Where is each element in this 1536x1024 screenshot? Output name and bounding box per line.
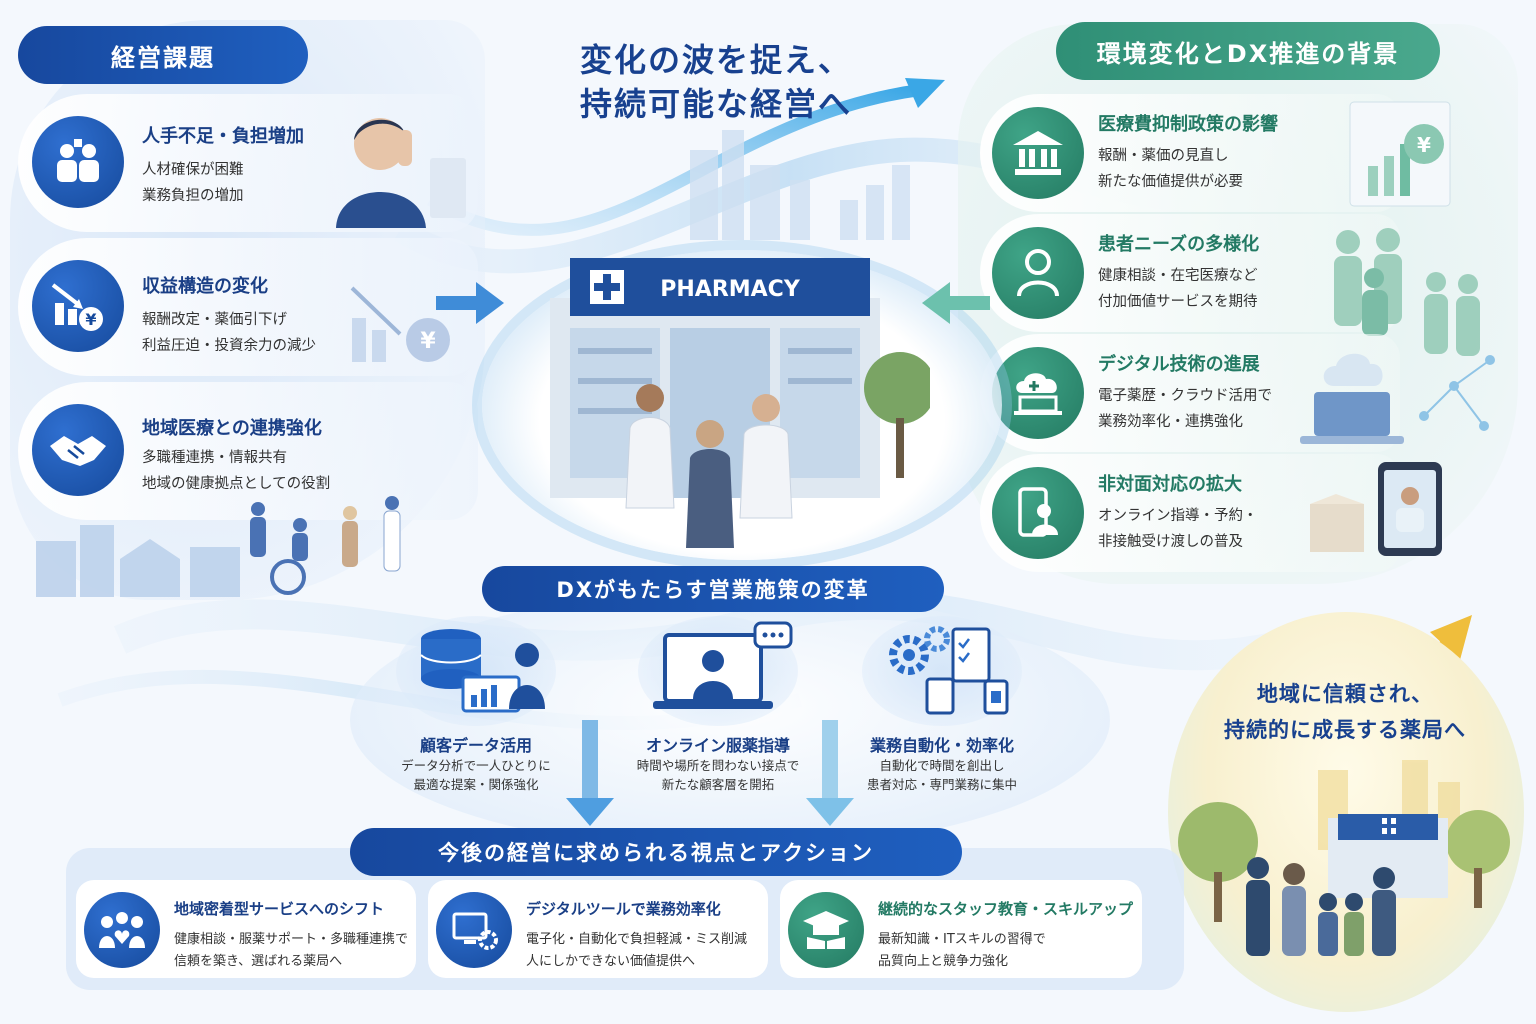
action-card-staff-training: 継続的なスタッフ教育・スキルアップ 最新知識・ITスキルの習得で 品質向上と競争… xyxy=(780,880,1142,978)
graduation-cap-icon xyxy=(788,892,864,968)
video-call-icon xyxy=(653,621,793,709)
arrow-down-icon xyxy=(806,720,854,826)
issue-title: 収益構造の変化 xyxy=(142,276,268,297)
community-people-icon xyxy=(84,892,160,968)
patient-person-icon xyxy=(992,227,1084,319)
action-detail: 電子化・自動化で負担軽減・ミス削減 xyxy=(526,932,748,947)
action-card-digital-tools: デジタルツールで業務効率化 電子化・自動化で負担軽減・ミス削減 人にしかできない… xyxy=(428,880,768,978)
env-detail: 健康相談・在宅医療など xyxy=(1098,268,1258,284)
dx-item-title: 顧客データ活用 xyxy=(419,736,532,755)
action-detail: 最新知識・ITスキルの習得で xyxy=(878,932,1046,947)
staff-icon xyxy=(32,116,124,208)
issue-detail: 報酬改定・薬価引下げ xyxy=(142,312,287,328)
issue-card-staff: 人手不足・負担増加 人材確保が困難 業務負担の増加 xyxy=(18,94,478,232)
smartphone-consult-icon xyxy=(992,467,1084,559)
monitor-gear-icon xyxy=(436,892,512,968)
dx-item-detail: データ分析で一人ひとりに xyxy=(401,758,551,773)
community-town-illustration xyxy=(36,496,401,597)
goal-statement: 地域に信頼され、 持続的に成長する薬局へ xyxy=(1180,676,1510,748)
tired-worker-illustration xyxy=(336,118,466,228)
dx-section-title: DXがもたらす営業施策の変革 xyxy=(482,566,944,612)
database-analytics-icon xyxy=(420,629,545,713)
env-detail: 新たな価値提供が必要 xyxy=(1098,174,1243,190)
action-title: 継続的なスタッフ教育・スキルアップ xyxy=(878,900,1134,918)
issue-detail: 地域の健康拠点としての役割 xyxy=(142,476,331,492)
action-card-community: 地域密着型サービスへのシフト 健康相談・服薬サポート・多職種連携で 信頼を築き、… xyxy=(76,880,416,978)
dx-item-detail: 時間や場所を問わない接点で xyxy=(636,758,800,773)
pharmacy-building-illustration: PHARMACY xyxy=(550,258,930,548)
management-issues-title: 経営課題 xyxy=(18,26,308,84)
issue-card-community: 地域医療との連携強化 多職種連携・情報共有 地域の健康拠点としての役割 xyxy=(18,382,478,520)
government-building-icon xyxy=(992,107,1084,199)
declining-chart-yen-icon: ¥ xyxy=(32,260,124,352)
dx-item-title: オンライン服薬指導 xyxy=(645,736,790,755)
env-card-policy: 医療費抑制政策の影響 報酬・薬価の見直し 新たな価値提供が必要 xyxy=(980,94,1400,212)
action-detail: 健康相談・服薬サポート・多職種連携で xyxy=(174,932,409,947)
action-detail: 品質向上と競争力強化 xyxy=(878,954,1009,969)
headline-line: 持続可能な経営へ xyxy=(580,85,853,123)
automation-gears-icon xyxy=(889,626,1009,715)
issue-title: 地域医療との連携強化 xyxy=(142,418,322,439)
action-detail: 人にしかできない価値提供へ xyxy=(526,954,696,969)
dx-item-detail: 新たな顧客層を開拓 xyxy=(661,777,775,792)
cloud-network-illustration xyxy=(1300,353,1495,444)
action-title: デジタルツールで業務効率化 xyxy=(526,900,721,918)
issue-detail: 業務負担の増加 xyxy=(142,188,244,204)
svg-text:¥: ¥ xyxy=(1417,133,1431,157)
action-detail: 信頼を築き、選ばれる薬局へ xyxy=(174,954,343,969)
pharmacy-sign-text: PHARMACY xyxy=(660,277,801,302)
env-detail: 報酬・薬価の見直し xyxy=(1098,148,1229,164)
dx-item-automation: 業務自動化・効率化 自動化で時間を創出し 患者対応・専門業務に集中 xyxy=(822,616,1062,794)
dx-item-customer-data: 顧客データ活用 データ分析で一人ひとりに 最適な提案・関係強化 xyxy=(356,616,596,794)
arrow-right-icon xyxy=(436,282,504,324)
env-title: 非対面対応の拡大 xyxy=(1098,474,1242,495)
environment-background-title: 環境変化とDX推進の背景 xyxy=(1056,22,1440,80)
env-title: 患者ニーズの多様化 xyxy=(1098,234,1260,255)
env-card-patient: 患者ニーズの多様化 健康相談・在宅医療など 付加価値サービスを期待 xyxy=(980,214,1400,332)
goal-line: 持続的に成長する薬局へ xyxy=(1224,718,1466,742)
phone-delivery-illustration xyxy=(1310,462,1442,556)
issue-title: 人手不足・負担増加 xyxy=(142,126,304,147)
issue-card-revenue: ¥ 収益構造の変化 報酬改定・薬価引下げ 利益圧迫・投資余力の減少 ¥ xyxy=(18,238,478,376)
env-detail: 業務効率化・連携強化 xyxy=(1098,414,1243,430)
thriving-community-illustration xyxy=(1178,760,1510,956)
handshake-icon xyxy=(32,404,124,496)
issue-detail: 利益圧迫・投資余力の減少 xyxy=(142,338,316,354)
headline: 変化の波を捉え、 持続可能な経営へ xyxy=(580,38,852,126)
dx-item-title: 業務自動化・効率化 xyxy=(869,736,1014,755)
dx-item-detail: 自動化で時間を創出し xyxy=(879,758,1005,773)
cost-document-illustration: ¥ xyxy=(1349,101,1451,207)
svg-text:¥: ¥ xyxy=(85,310,96,329)
env-detail: 付加価値サービスを期待 xyxy=(1098,294,1258,310)
action-title: 地域密着型サービスへのシフト xyxy=(174,900,385,918)
env-title: デジタル技術の進展 xyxy=(1098,354,1260,375)
env-title: 医療費抑制政策の影響 xyxy=(1098,114,1278,135)
dx-item-online-guidance: オンライン服薬指導 時間や場所を問わない接点で 新たな顧客層を開拓 xyxy=(598,616,838,794)
env-detail: オンライン指導・予約・ xyxy=(1098,508,1258,524)
headline-line: 変化の波を捉え、 xyxy=(580,41,853,79)
goal-line: 地域に信頼され、 xyxy=(1256,682,1434,706)
patients-group-illustration xyxy=(1334,228,1480,356)
issue-detail: 多職種連携・情報共有 xyxy=(142,450,287,466)
declining-bars-illustration: ¥ xyxy=(350,286,450,362)
arrow-down-icon xyxy=(566,720,614,826)
arrow-left-icon xyxy=(922,282,990,324)
cloud-laptop-icon xyxy=(992,347,1084,439)
env-detail: 非接触受け渡しの普及 xyxy=(1098,534,1243,550)
svg-text:¥: ¥ xyxy=(420,329,436,354)
future-actions-title: 今後の経営に求められる視点とアクション xyxy=(350,828,962,876)
env-detail: 電子薬歴・クラウド活用で xyxy=(1098,388,1272,404)
dx-item-detail: 最適な提案・関係強化 xyxy=(413,777,539,792)
dx-item-detail: 患者対応・専門業務に集中 xyxy=(866,777,1017,792)
issue-detail: 人材確保が困難 xyxy=(142,162,244,178)
